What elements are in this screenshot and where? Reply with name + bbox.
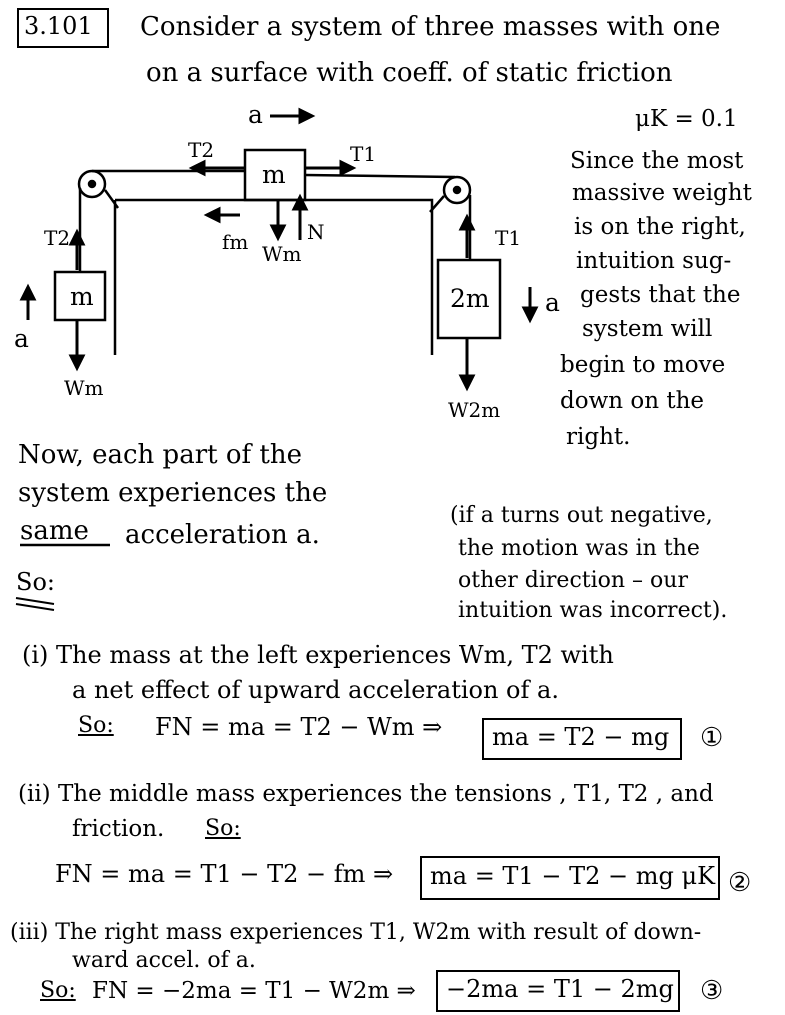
intuition-line: down on the	[560, 388, 705, 414]
part-ii-boxed	[420, 856, 720, 900]
part-iii-boxed-eq: −2ma = T1 − 2mg	[446, 975, 674, 1003]
part-i-equation: FN = ma = T2 − Wm ⇒	[155, 713, 443, 741]
mass-right-label: 2m	[450, 284, 490, 313]
negative-note-2: the motion was in the	[458, 536, 700, 561]
part-ii-boxed-eq: ma = T1 − T2 − mg μK	[430, 862, 715, 890]
mass-left-label: m	[70, 282, 94, 311]
label-a-right: a	[545, 288, 560, 317]
part-ii-so: So:	[205, 816, 241, 841]
part-iii-line-2: ward accel. of a.	[72, 948, 256, 973]
intuition-line: gests that the	[580, 282, 741, 308]
label-T1-top: T1	[350, 142, 377, 166]
problem-number: 3.101	[24, 12, 93, 40]
part-i-line-1: (i) The mass at the left experiences Wm,…	[22, 641, 614, 669]
intuition-line: is on the right,	[574, 214, 746, 240]
label-Wm-left: Wm	[64, 376, 104, 400]
part-ii-line-2: friction.	[72, 816, 165, 842]
negative-note-1: (if a turns out negative,	[450, 503, 713, 528]
negative-note-4: intuition was incorrect).	[458, 598, 728, 623]
problem-number-box	[17, 8, 109, 48]
header-line-2: on a surface with coeff. of static frict…	[146, 58, 673, 88]
part-ii-equation: FN = ma = T1 − T2 − fm ⇒	[55, 860, 394, 888]
label-friction: fm	[222, 230, 249, 254]
part-iii-so: So:	[40, 978, 76, 1003]
label-W2m: W2m	[448, 398, 501, 422]
negative-note-3: other direction – our	[458, 568, 688, 593]
part-iii-equation: FN = −2ma = T1 − W2m ⇒	[92, 978, 416, 1004]
same-accel-line-2: system experiences the	[18, 478, 328, 508]
intuition-line: intuition sug-	[576, 248, 732, 274]
label-T2-left: T2	[44, 226, 71, 250]
same-accel-line-3: acceleration a.	[125, 520, 320, 550]
part-i-line-2: a net effect of upward acceleration of a…	[72, 676, 559, 704]
label-a-left: a	[14, 324, 29, 353]
part-i-boxed	[482, 718, 682, 760]
accel-label-top: a	[248, 100, 263, 129]
part-ii-line-1: (ii) The middle mass experiences the ten…	[18, 781, 714, 807]
label-T1-right: T1	[495, 226, 522, 250]
same-accel-line-1: Now, each part of the	[18, 440, 302, 470]
mass-middle-label: m	[262, 160, 286, 189]
intuition-line: right.	[566, 424, 631, 450]
intuition-line: begin to move	[560, 352, 726, 378]
label-normal: N	[307, 220, 325, 244]
part-i-number: ①	[700, 723, 724, 753]
friction-coefficient: μK = 0.1	[635, 106, 738, 132]
intuition-line: Since the most	[570, 148, 744, 174]
header-line-1: Consider a system of three masses with o…	[140, 12, 721, 42]
part-iii-line-1: (iii) The right mass experiences T1, W2m…	[10, 920, 702, 945]
intuition-line: system will	[582, 316, 713, 342]
label-T2-top: T2	[188, 138, 215, 162]
part-iii-boxed	[436, 970, 680, 1012]
label-Wm-middle: Wm	[262, 242, 302, 266]
part-i-so: So:	[78, 713, 114, 738]
so-label: So:	[16, 568, 55, 596]
intuition-line: massive weight	[572, 180, 752, 206]
part-iii-number: ③	[700, 976, 724, 1006]
part-ii-number: ②	[728, 868, 752, 898]
part-i-boxed-eq: ma = T2 − mg	[492, 723, 670, 751]
same-word: same	[20, 516, 89, 546]
